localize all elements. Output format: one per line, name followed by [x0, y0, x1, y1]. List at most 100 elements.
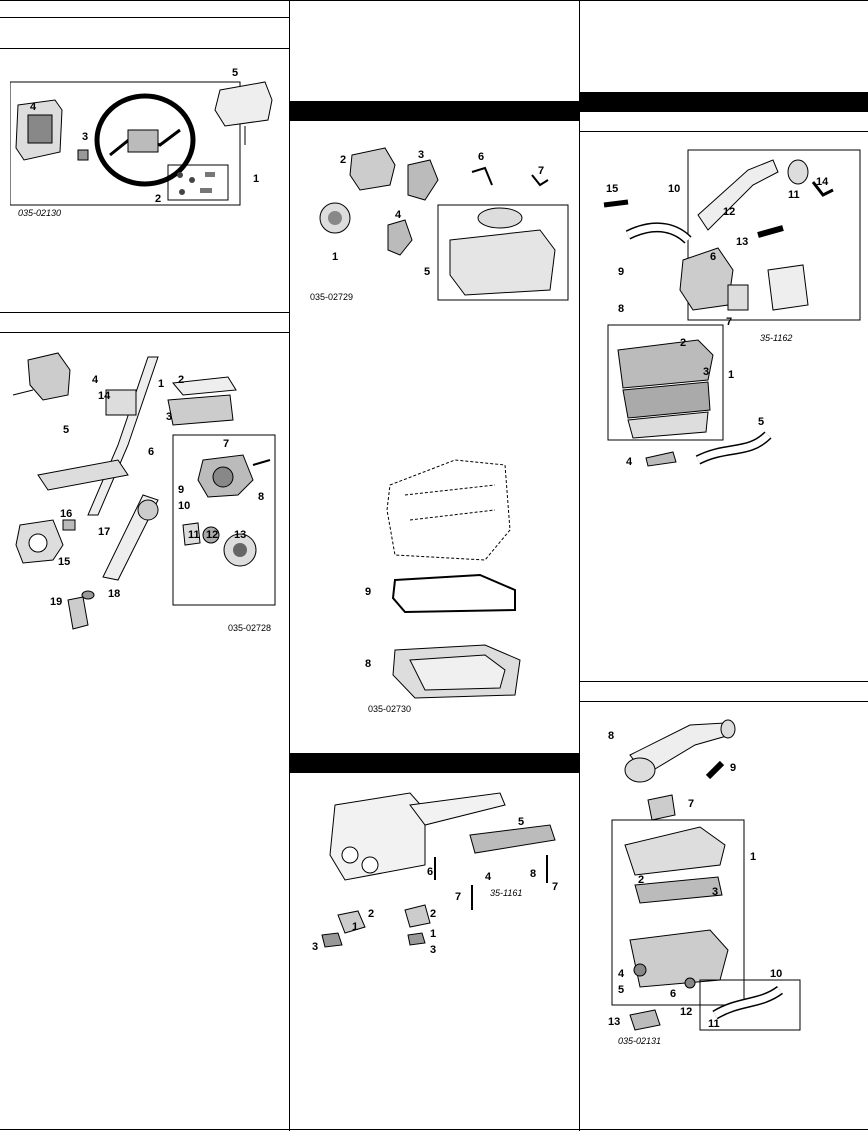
callout-11: 11 — [788, 189, 800, 201]
figure-code: 035-02728 — [228, 623, 272, 633]
intake-duct-illustration: 15 10 11 14 12 13 9 6 8 7 2 3 1 5 4 — [603, 149, 861, 468]
column-right: 15 10 11 14 12 13 9 6 8 7 2 3 1 5 4 35-1… — [580, 0, 868, 1131]
callout-14: 14 — [816, 176, 829, 188]
callout-8: 8 — [618, 303, 624, 315]
callout-10: 10 — [668, 183, 680, 195]
callout-4: 4 — [395, 209, 402, 221]
callout-15: 15 — [58, 556, 70, 568]
callout-9: 9 — [730, 762, 736, 774]
callout-18: 18 — [108, 588, 120, 600]
rule — [580, 131, 868, 132]
page-bottom-rule — [0, 1129, 868, 1130]
figure-code: 35-1162 — [760, 333, 793, 343]
figure-code: 035-02131 — [618, 1036, 662, 1046]
callout-6: 6 — [710, 251, 716, 263]
callout-2: 2 — [680, 337, 686, 349]
callout-8: 8 — [608, 730, 614, 742]
callout-11: 11 — [188, 529, 200, 541]
section-header-bar — [290, 101, 580, 121]
figure-code: 035-02730 — [368, 704, 412, 714]
callout-11: 11 — [708, 1018, 720, 1030]
callout-1: 1 — [430, 928, 436, 940]
callout-9: 9 — [618, 266, 624, 278]
callout-9: 9 — [178, 484, 184, 496]
callout-3: 3 — [430, 944, 436, 956]
figure-code: 35-1161 — [490, 888, 523, 898]
figure-code: 035-02130 — [18, 208, 62, 218]
rule — [0, 332, 289, 333]
section-header-bar — [290, 753, 580, 773]
callout-6: 6 — [148, 446, 154, 458]
callout-10: 10 — [770, 968, 782, 980]
callout-3: 3 — [703, 366, 709, 378]
callout-5: 5 — [424, 266, 430, 278]
callout-2: 2 — [430, 908, 436, 920]
callout-17: 17 — [98, 526, 110, 538]
callout-5: 5 — [63, 424, 69, 436]
callout-15: 15 — [606, 183, 618, 195]
transmission-pan-illustration: 9 8 — [365, 459, 521, 699]
callout-1: 1 — [158, 378, 164, 390]
callout-19: 19 — [50, 596, 62, 608]
figure-code: 035-02729 — [310, 292, 354, 302]
callout-13: 13 — [608, 1016, 620, 1028]
callout-3: 3 — [312, 941, 318, 953]
callout-12: 12 — [206, 529, 218, 541]
rule — [580, 681, 868, 682]
callout-13: 13 — [736, 236, 748, 248]
callout-8: 8 — [258, 491, 264, 503]
callout-4: 4 — [30, 101, 37, 113]
callout-7: 7 — [688, 798, 694, 810]
callout-10: 10 — [178, 500, 190, 512]
rule — [0, 312, 289, 313]
column-middle: 2 3 6 7 4 1 5 035-02729 9 8 035-02730 5 … — [290, 0, 580, 1131]
callout-1: 1 — [352, 921, 358, 933]
timing-cover-oil-pan-illustration: 2 3 6 7 4 1 5 — [319, 147, 569, 301]
callout-6: 6 — [478, 151, 484, 163]
rule — [0, 17, 289, 18]
steering-wheel-illustration: 4 3 5 1 2 — [10, 67, 273, 206]
callout-7: 7 — [726, 316, 732, 328]
callout-2: 2 — [638, 874, 644, 886]
rule — [580, 701, 868, 702]
callout-1: 1 — [253, 173, 259, 185]
callout-8: 8 — [365, 658, 371, 670]
callout-5: 5 — [618, 984, 624, 996]
callout-6: 6 — [427, 866, 433, 878]
callout-5: 5 — [758, 416, 764, 428]
column-left: 4 3 5 1 2 035-02130 — [0, 0, 290, 1131]
callout-7: 7 — [223, 438, 229, 450]
callout-4: 4 — [485, 871, 492, 883]
callout-2: 2 — [368, 908, 374, 920]
callout-2: 2 — [155, 193, 161, 205]
callout-4: 4 — [618, 968, 625, 980]
callout-3: 3 — [712, 886, 718, 898]
callout-5: 5 — [232, 67, 238, 79]
callout-3: 3 — [166, 411, 172, 423]
callout-2: 2 — [340, 154, 346, 166]
callout-13: 13 — [234, 529, 246, 541]
callout-12: 12 — [680, 1006, 692, 1018]
callout-4: 4 — [626, 456, 633, 468]
rule — [0, 48, 289, 49]
callout-1: 1 — [750, 851, 756, 863]
section-header-bar — [580, 92, 868, 112]
callout-1: 1 — [332, 251, 338, 263]
callout-1: 1 — [728, 369, 734, 381]
callout-8: 8 — [530, 868, 536, 880]
page-top-rule — [0, 0, 868, 1]
callout-3: 3 — [82, 131, 88, 143]
callout-4: 4 — [92, 374, 99, 386]
callout-7: 7 — [552, 881, 558, 893]
callout-3: 3 — [418, 149, 424, 161]
steering-column-illustration: 4 5 14 1 2 3 6 7 8 9 10 11 12 13 16 17 1… — [12, 352, 276, 630]
callout-9: 9 — [365, 586, 371, 598]
callout-16: 16 — [60, 508, 72, 520]
engine-mounts-illustration: 5 6 4 8 7 7 2 1 3 2 1 3 — [312, 792, 558, 956]
callout-7: 7 — [455, 891, 461, 903]
callout-5: 5 — [518, 816, 524, 828]
callout-14: 14 — [98, 390, 111, 402]
callout-12: 12 — [723, 206, 735, 218]
callout-6: 6 — [670, 988, 676, 1000]
air-cleaner-illustration: 8 9 7 1 2 3 4 5 6 10 13 12 11 — [608, 719, 801, 1031]
